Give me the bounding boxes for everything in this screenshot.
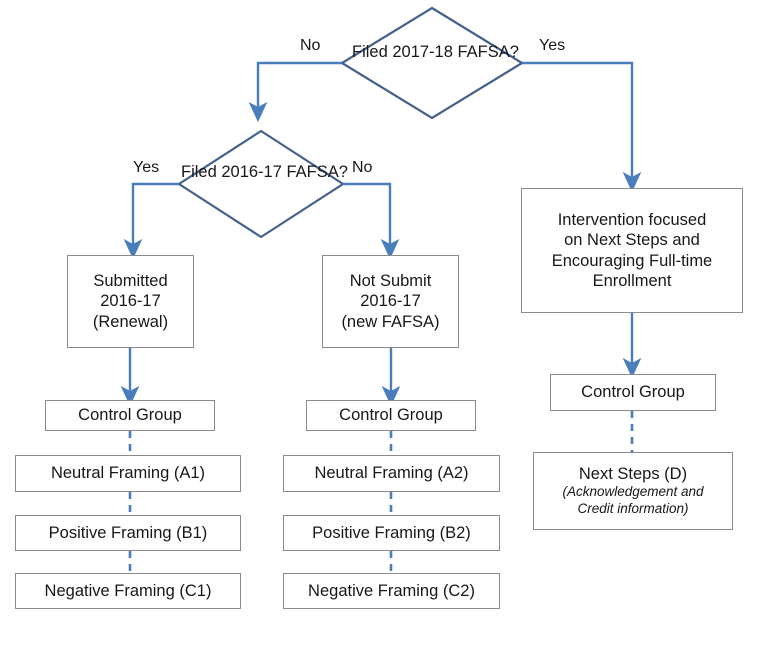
node-submitted-2016-17-renewal[interactable]: Submitted 2016-17 (Renewal) [67, 255, 194, 348]
node-label: Control Group [339, 406, 443, 425]
node-line-2: 2016-17 [360, 292, 421, 311]
node-left-arm-positive-framing-b1[interactable]: Positive Framing (B1) [15, 515, 241, 551]
node-title: Next Steps (D) [578, 465, 688, 484]
decision-line-2: FAFSA? [457, 43, 519, 61]
decision-line-1: Filed 2016-17 [181, 163, 282, 181]
node-subtitle-line-1: (Acknowledgement and [562, 484, 704, 500]
node-line-1: Submitted [93, 272, 168, 291]
decision-label-filed-2017-18: Filed 2017-18 FAFSA? [352, 43, 519, 63]
node-intervention-next-steps-full-time-enrollment[interactable]: Intervention focused on Next Steps and E… [521, 188, 743, 313]
node-left-arm-negative-framing-c1[interactable]: Negative Framing (C1) [15, 573, 241, 609]
node-right-control-group[interactable]: Control Group [550, 374, 716, 411]
node-label: Positive Framing (B1) [48, 523, 208, 542]
node-label: Negative Framing (C1) [44, 581, 212, 600]
decision-line-2: FAFSA? [286, 163, 348, 181]
edge-d1-yes [522, 61, 642, 193]
node-subtitle-line-2: Credit information) [577, 501, 689, 517]
node-line-3: (Renewal) [92, 312, 169, 331]
node-not-submit-2016-17-new-fafsa[interactable]: Not Submit 2016-17 (new FAFSA) [322, 255, 459, 348]
node-line-1: Intervention focused [557, 211, 707, 230]
node-left-control-group[interactable]: Control Group [45, 400, 215, 431]
node-line-3: (new FAFSA) [341, 312, 440, 331]
node-label: Negative Framing (C2) [308, 581, 475, 600]
edge-d2-no [343, 182, 400, 260]
edge-d1-no [248, 61, 342, 123]
decision-diamond-filed-2016-17 [176, 129, 346, 239]
edge-label-d2-yes: Yes [133, 159, 160, 176]
node-line-1: Not Submit [349, 272, 432, 291]
edge-label-d1-yes: Yes [539, 37, 566, 54]
node-middle-arm-positive-framing-b2[interactable]: Positive Framing (B2) [283, 515, 500, 551]
node-middle-arm-neutral-framing-a2[interactable]: Neutral Framing (A2) [283, 455, 500, 492]
node-line-3: Encouraging Full-time [551, 251, 713, 270]
edge-label-d1-no: No [300, 37, 321, 54]
decision-line-1: Filed 2017-18 [352, 43, 453, 61]
decision-diamond-filed-2017-18 [339, 6, 525, 120]
node-line-4: Enrollment [592, 271, 672, 290]
node-label: Control Group [78, 406, 182, 425]
node-left-arm-neutral-framing-a1[interactable]: Neutral Framing (A1) [15, 455, 241, 492]
node-line-2: 2016-17 [100, 292, 161, 311]
node-right-arm-next-steps-d[interactable]: Next Steps (D) (Acknowledgement and Cred… [533, 452, 733, 530]
node-line-2: on Next Steps and [564, 231, 700, 250]
node-middle-control-group[interactable]: Control Group [306, 400, 476, 431]
edge-d2-yes [123, 182, 179, 260]
node-middle-arm-negative-framing-c2[interactable]: Negative Framing (C2) [283, 573, 500, 609]
node-label: Neutral Framing (A1) [50, 464, 206, 483]
decision-label-filed-2016-17: Filed 2016-17 FAFSA? [181, 163, 348, 183]
edge-label-d2-no: No [352, 159, 373, 176]
node-label: Control Group [581, 383, 685, 402]
node-label: Neutral Framing (A2) [314, 464, 469, 483]
node-label: Positive Framing (B2) [312, 523, 471, 542]
